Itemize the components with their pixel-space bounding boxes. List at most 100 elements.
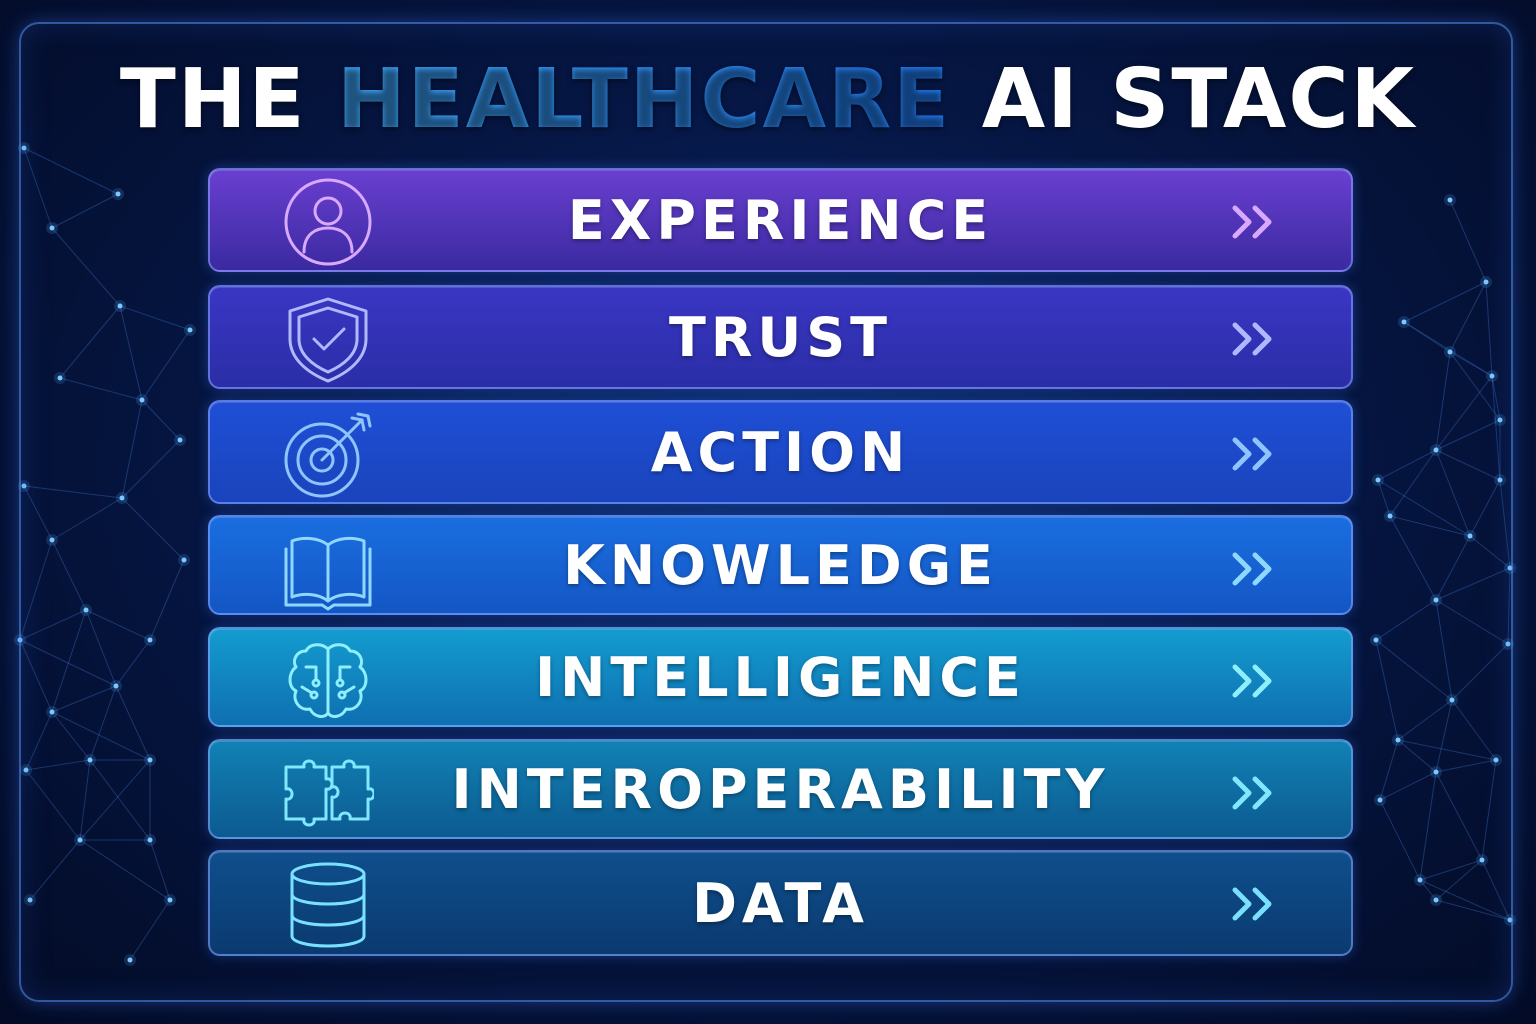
network-line (59, 377, 143, 401)
network-line (121, 439, 181, 499)
network-line (1379, 771, 1437, 801)
network-line (1377, 479, 1391, 517)
network-line (1451, 643, 1509, 701)
network-node (117, 303, 123, 309)
network-line (1379, 739, 1399, 801)
network-line (1419, 859, 1483, 881)
network-line (129, 899, 171, 961)
network-node (1505, 641, 1511, 647)
network-line (51, 497, 123, 541)
stack-layer-interoperability: INTEROPERABILITY (208, 739, 1353, 839)
network-line (79, 839, 171, 901)
network-line (1469, 479, 1501, 537)
network-line (1435, 419, 1501, 451)
network-node (23, 767, 29, 773)
layer-label: ACTION (650, 420, 911, 484)
network-line (85, 609, 151, 641)
network-node (1417, 877, 1423, 883)
network-node (1447, 197, 1453, 203)
network-line (89, 759, 151, 841)
network-line (1435, 899, 1511, 921)
network-node (1497, 417, 1503, 423)
network-node (1433, 447, 1439, 453)
network-line (1491, 375, 1501, 421)
network-line (79, 759, 91, 841)
network-line (1397, 699, 1453, 741)
network-node (181, 557, 187, 563)
network-line (29, 839, 81, 901)
network-line (1449, 351, 1501, 421)
network-node (1395, 737, 1401, 743)
network-line (89, 685, 117, 761)
network-line (1403, 321, 1493, 377)
network-node (21, 145, 27, 151)
network-node (87, 757, 93, 763)
network-line (1389, 449, 1437, 517)
network-line (51, 711, 91, 761)
network-line (79, 759, 151, 841)
network-line (141, 329, 191, 401)
network-line (1491, 375, 1501, 481)
network-line (1435, 449, 1471, 537)
chevron-right-double-icon (1229, 773, 1279, 813)
network-line (1449, 351, 1493, 377)
network-line (141, 399, 181, 441)
network-line (19, 609, 87, 641)
network-node (119, 495, 125, 501)
network-line (25, 769, 81, 841)
chevron-right-double-icon (1229, 434, 1279, 474)
network-node (147, 757, 153, 763)
network-line (1481, 859, 1511, 921)
network-line (23, 485, 123, 499)
network-node (49, 225, 55, 231)
network-line (1449, 281, 1487, 353)
network-line (51, 711, 151, 761)
network-line (149, 559, 185, 641)
layer-label: INTEROPERABILITY (451, 757, 1110, 821)
network-line (1435, 375, 1493, 451)
network-node (113, 683, 119, 689)
network-line (1435, 699, 1453, 773)
network-line (1403, 321, 1451, 353)
network-line (1451, 699, 1497, 761)
network-node (1493, 757, 1499, 763)
network-line (121, 497, 185, 561)
network-line (51, 193, 119, 229)
network-line (149, 839, 171, 901)
network-node (187, 327, 193, 333)
network-line (1377, 479, 1471, 537)
network-line (1419, 879, 1437, 901)
stack-layer-knowledge: KNOWLEDGE (208, 515, 1353, 615)
network-node (1433, 897, 1439, 903)
network-line (51, 227, 121, 307)
chevron-right-double-icon (1229, 319, 1279, 359)
network-node (167, 897, 173, 903)
layer-label: KNOWLEDGE (563, 533, 998, 597)
network-node (1377, 797, 1383, 803)
shield-check-icon (282, 295, 374, 383)
network-line (1469, 535, 1511, 569)
network-line (25, 759, 91, 771)
network-line (1397, 739, 1437, 773)
network-line (1435, 449, 1501, 481)
network-line (1375, 599, 1437, 641)
network-node (1387, 513, 1393, 519)
network-line (1377, 449, 1437, 481)
network-node (1373, 637, 1379, 643)
network-line (19, 639, 53, 713)
network-line (1481, 759, 1497, 861)
network-node (1467, 533, 1473, 539)
network-node (27, 897, 33, 903)
network-line (1499, 479, 1511, 569)
network-line (1435, 351, 1451, 451)
stack-layer-experience: EXPERIENCE (208, 168, 1353, 272)
title-accent: HEALTHCARE (337, 52, 952, 147)
network-line (1435, 759, 1497, 773)
network-line (1485, 281, 1493, 377)
network-line (1403, 281, 1487, 323)
title-part-1: THE (119, 52, 338, 147)
network-line (1375, 639, 1399, 741)
network-node (1433, 597, 1439, 603)
layer-label: DATA (692, 871, 869, 935)
